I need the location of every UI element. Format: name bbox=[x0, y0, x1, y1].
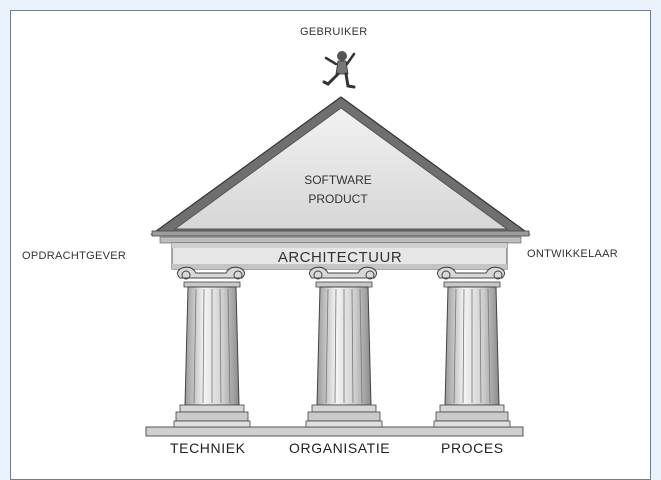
pillar-label-techniek: TECHNIEK bbox=[170, 440, 246, 456]
pillar-proces bbox=[433, 266, 511, 428]
left-label: OPDRACHTGEVER bbox=[22, 250, 127, 262]
pillar-label-organisatie: ORGANISATIE bbox=[289, 440, 391, 456]
pillar-organisatie bbox=[305, 266, 383, 428]
pediment bbox=[150, 96, 531, 244]
temple-diagram: SOFTWARE PRODUCT ARCHITECTUUR bbox=[145, 51, 531, 437]
right-label: ONTWIKKELAAR bbox=[527, 248, 619, 260]
entablature bbox=[171, 242, 508, 270]
user-figure-icon bbox=[322, 51, 356, 89]
entablature-text: ARCHITECTUUR bbox=[278, 249, 402, 266]
pillar-techniek bbox=[173, 266, 251, 428]
pediment-text-line1: SOFTWARE bbox=[304, 173, 372, 187]
user-label: GEBRUIKER bbox=[300, 26, 368, 38]
temple-base bbox=[145, 426, 524, 437]
pediment-text-line2: PRODUCT bbox=[308, 192, 368, 206]
pillar-label-proces: PROCES bbox=[441, 440, 504, 456]
